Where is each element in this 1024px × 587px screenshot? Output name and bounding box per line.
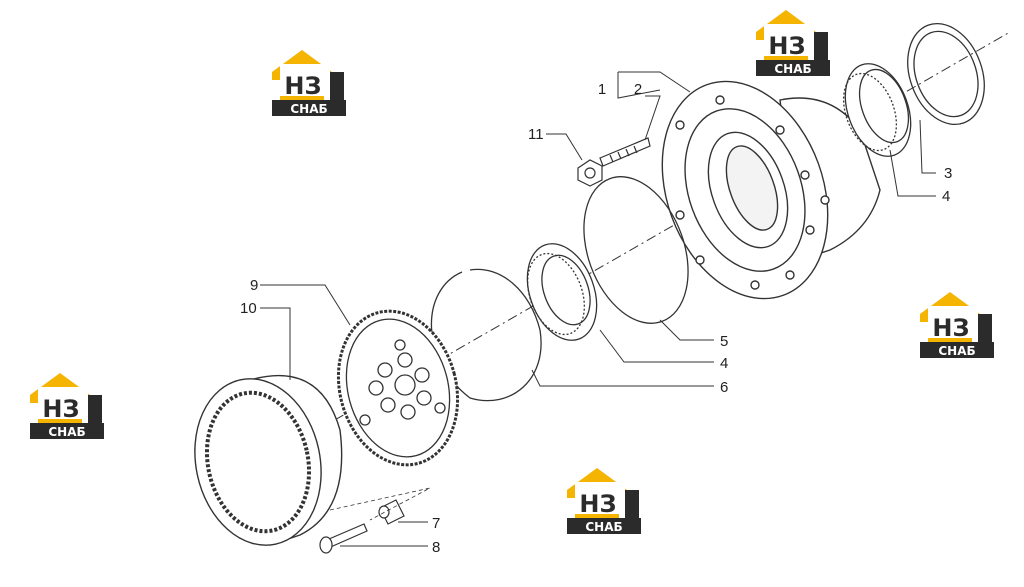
wheel-hub bbox=[661, 80, 881, 300]
bearing-inner bbox=[526, 243, 598, 341]
callout-3: 3 bbox=[944, 165, 952, 182]
svg-text:НЗ: НЗ bbox=[579, 490, 616, 518]
callout-6: 6 bbox=[720, 379, 728, 396]
svg-text:НЗ: НЗ bbox=[768, 32, 805, 60]
svg-text:СНАБ: СНАБ bbox=[48, 425, 85, 439]
callout-4-top: 4 bbox=[942, 188, 950, 205]
watermark-logo: НЗ СНАБ bbox=[30, 373, 104, 439]
bushing bbox=[378, 499, 405, 525]
leader-lines bbox=[260, 71, 936, 547]
svg-text:НЗ: НЗ bbox=[284, 72, 321, 100]
callout-2: 2 bbox=[634, 81, 642, 98]
callout-5: 5 bbox=[720, 333, 728, 350]
oil-seal bbox=[907, 22, 985, 126]
callout-10: 10 bbox=[240, 300, 257, 317]
svg-text:СНАБ: СНАБ bbox=[585, 520, 622, 534]
callout-7: 7 bbox=[432, 515, 440, 532]
callout-9: 9 bbox=[250, 277, 258, 294]
svg-text:СНАБ: СНАБ bbox=[774, 62, 811, 76]
watermark-logo: НЗ СНАБ bbox=[567, 468, 641, 534]
watermark-logo: НЗ СНАБ bbox=[272, 50, 346, 116]
watermark-logo: НЗ СНАБ bbox=[920, 292, 994, 358]
ring-gear bbox=[194, 374, 343, 546]
bearing-outer bbox=[842, 63, 912, 157]
watermark-logo: НЗ СНАБ bbox=[756, 10, 830, 76]
svg-text:СНАБ: СНАБ bbox=[290, 102, 327, 116]
snap-ring bbox=[430, 268, 542, 402]
bolt bbox=[319, 523, 368, 554]
callout-11: 11 bbox=[528, 126, 544, 143]
callout-8: 8 bbox=[432, 539, 440, 556]
wheel-nut bbox=[577, 159, 603, 187]
planet-carrier-gear bbox=[336, 309, 460, 467]
svg-text:СНАБ: СНАБ bbox=[938, 344, 975, 358]
callout-4-mid: 4 bbox=[720, 355, 728, 372]
svg-text:НЗ: НЗ bbox=[932, 314, 969, 342]
callout-1: 1 bbox=[598, 81, 606, 98]
svg-text:НЗ: НЗ bbox=[42, 395, 79, 423]
wheel-stud bbox=[599, 137, 651, 167]
